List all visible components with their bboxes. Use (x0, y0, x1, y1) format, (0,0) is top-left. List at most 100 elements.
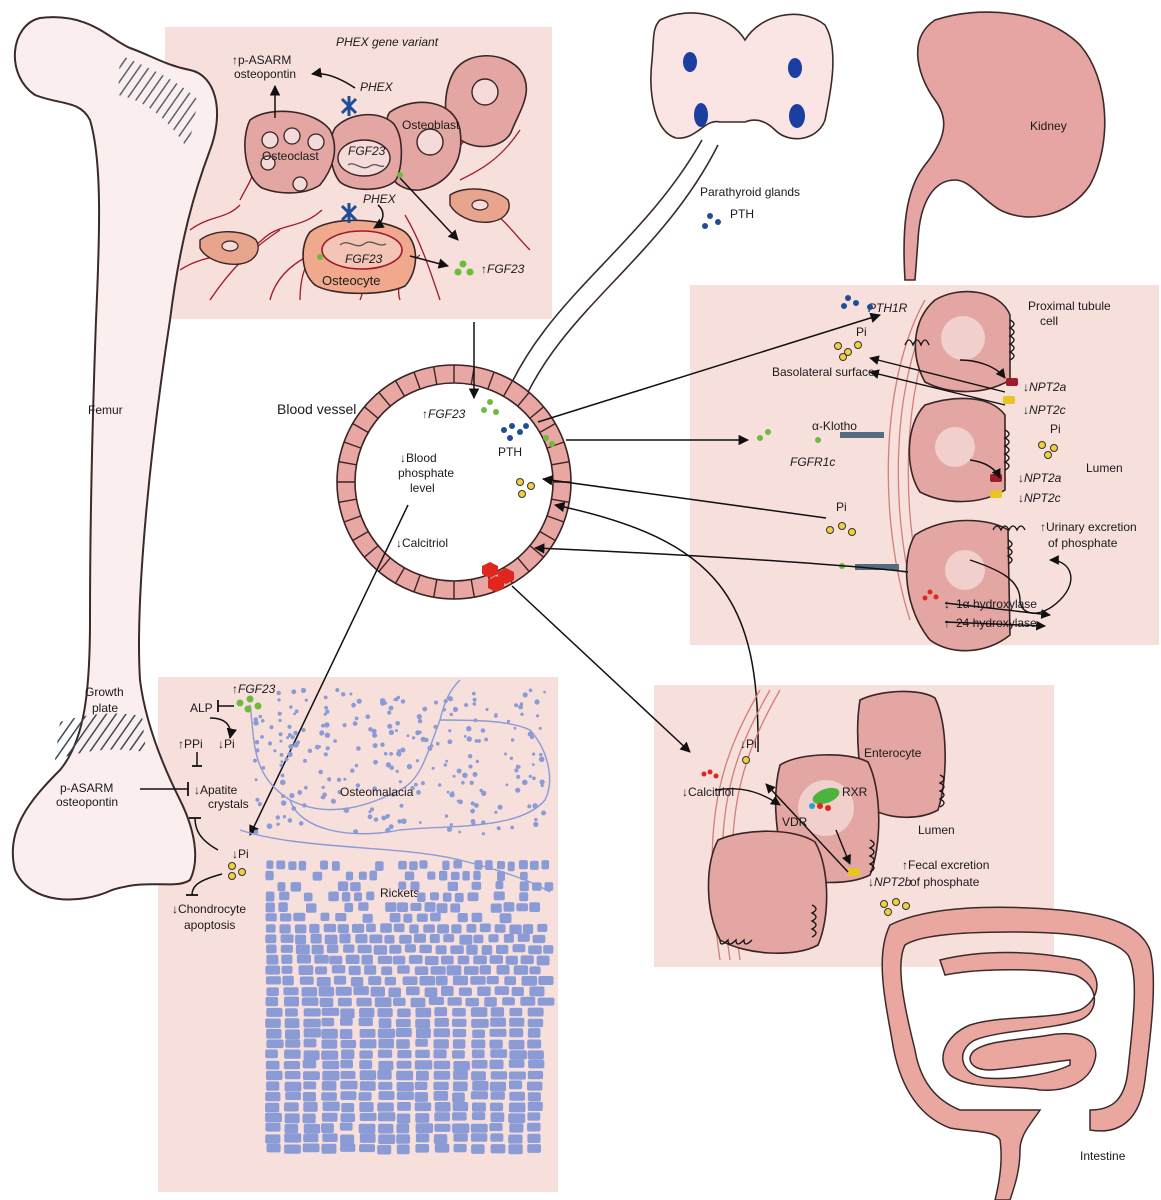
chondrocyte-block (530, 860, 539, 870)
matrix-dot (277, 698, 281, 702)
chondrocyte-block (490, 1091, 505, 1100)
chondrocyte-block (490, 1049, 508, 1058)
chondrocyte-block (396, 1144, 410, 1155)
phex-inactivated-icon-1 (340, 96, 358, 116)
chondrocyte-block (321, 1039, 338, 1049)
chondrocyte-block (419, 860, 428, 869)
matrix-dot (510, 825, 515, 830)
fgf23-osteocyte-label: FGF23 (345, 252, 383, 266)
chondrocyte-block (450, 945, 464, 954)
chondrocyte-block (529, 902, 540, 912)
matrix-dot (279, 763, 283, 767)
chondrocyte-block (276, 860, 286, 870)
chondrocyte-block (359, 1144, 375, 1153)
matrix-dot (301, 727, 306, 733)
matrix-dot (343, 777, 347, 781)
osteopontin-up-label: osteopontin (234, 67, 296, 81)
chondrocyte-block (495, 881, 504, 890)
matrix-dot (469, 780, 474, 785)
chondrocyte-block (479, 965, 491, 975)
chondrocyte-block (472, 1081, 489, 1091)
chondrocyte-block (527, 1133, 541, 1143)
chondrocyte-block (528, 1059, 545, 1069)
osteoblast-fgf23-nucleus (337, 139, 391, 177)
chondrocyte-block (458, 987, 472, 996)
chondrocyte-block (490, 1007, 505, 1017)
chondrocyte-block (296, 954, 311, 964)
chondrocyte-block (496, 965, 510, 975)
matrix-dot (461, 780, 465, 785)
matrix-dot (337, 789, 342, 795)
chondrocyte-block (397, 1102, 411, 1111)
vessel-wall-segment (517, 391, 530, 407)
chondrocyte-block (503, 934, 514, 943)
chondrocyte-block (378, 1123, 394, 1134)
pth1r-label: PTH1R (868, 301, 908, 315)
chondrocyte-block (505, 955, 518, 965)
chondrocyte-block (389, 913, 401, 923)
chondrocyte-block (430, 892, 439, 901)
chondrocyte-block (453, 1081, 468, 1092)
chondrocyte-block (397, 902, 409, 912)
matrix-dot (321, 723, 325, 728)
ppi-label: ↑PPi (178, 737, 203, 751)
vessel-wall-segment (378, 391, 391, 407)
vessel-wall-segment (394, 567, 406, 584)
chondrocyte-block (489, 955, 503, 964)
chondrocyte-block (529, 986, 545, 997)
chondrocyte-block (350, 977, 364, 987)
chondrocyte-block (315, 966, 328, 975)
chondrocyte-block (281, 954, 293, 964)
vessel-wall-segment (378, 557, 391, 573)
pth-dots-kidney (841, 295, 873, 310)
chondrocyte-block (284, 1071, 301, 1080)
matrix-dot (278, 732, 283, 737)
dna-osteocyte-icon (339, 241, 387, 247)
chondrocyte-block (541, 860, 550, 870)
matrix-dot (484, 737, 488, 742)
chondrocyte-block (392, 955, 406, 965)
chondrocyte-block (430, 912, 441, 922)
matrix-dot (286, 736, 290, 740)
matrix-dot (318, 745, 322, 748)
chondrocyte-block (509, 1017, 525, 1027)
chondrocyte-block (284, 1018, 300, 1029)
matrix-dot (304, 698, 308, 702)
chondrocyte-block (457, 955, 470, 965)
chondrocyte-block (408, 955, 423, 964)
chondrocyte-block (374, 997, 392, 1008)
matrix-dot (321, 785, 325, 790)
matrix-dot (298, 821, 304, 826)
chondrocyte-block (433, 1070, 451, 1080)
matrix-dot (420, 781, 425, 786)
vessel-wall-segment (413, 371, 421, 390)
chondrocyte-block (473, 934, 484, 944)
matrix-dot (289, 705, 293, 709)
chondrocyte-block (433, 1039, 449, 1049)
chondrocyte-block (490, 1144, 506, 1154)
matrix-dot (388, 729, 395, 736)
chondrocyte-block (357, 944, 372, 954)
chondrocyte-block (434, 1007, 448, 1017)
intestine-arrows (714, 783, 851, 873)
matrix-dot (387, 723, 393, 729)
calcitriol-dots-intestine (701, 769, 719, 779)
pi-dot-intestine (742, 756, 750, 764)
matrix-dot (470, 801, 475, 806)
chondrocyte-block (419, 944, 432, 954)
chondrocyte-block (378, 1018, 392, 1029)
chondrocyte-block (266, 860, 274, 869)
chondrocyte-block (359, 1133, 376, 1143)
chondrocyte-block (424, 956, 439, 966)
chondrocyte-block (415, 1007, 432, 1018)
matrix-dot (275, 815, 280, 820)
chondrocyte-block (527, 1050, 544, 1060)
matrix-dot (436, 741, 440, 746)
osteoid-matrix-dots (253, 687, 546, 836)
pth-vessel-label: PTH (498, 445, 522, 459)
vessel-wall-segment (551, 460, 570, 466)
chondrocyte-block (266, 1143, 281, 1153)
chondrocyte-block (340, 1008, 355, 1019)
chondrocyte-block (283, 987, 299, 996)
npt2c-transporter-2 (990, 490, 1002, 498)
